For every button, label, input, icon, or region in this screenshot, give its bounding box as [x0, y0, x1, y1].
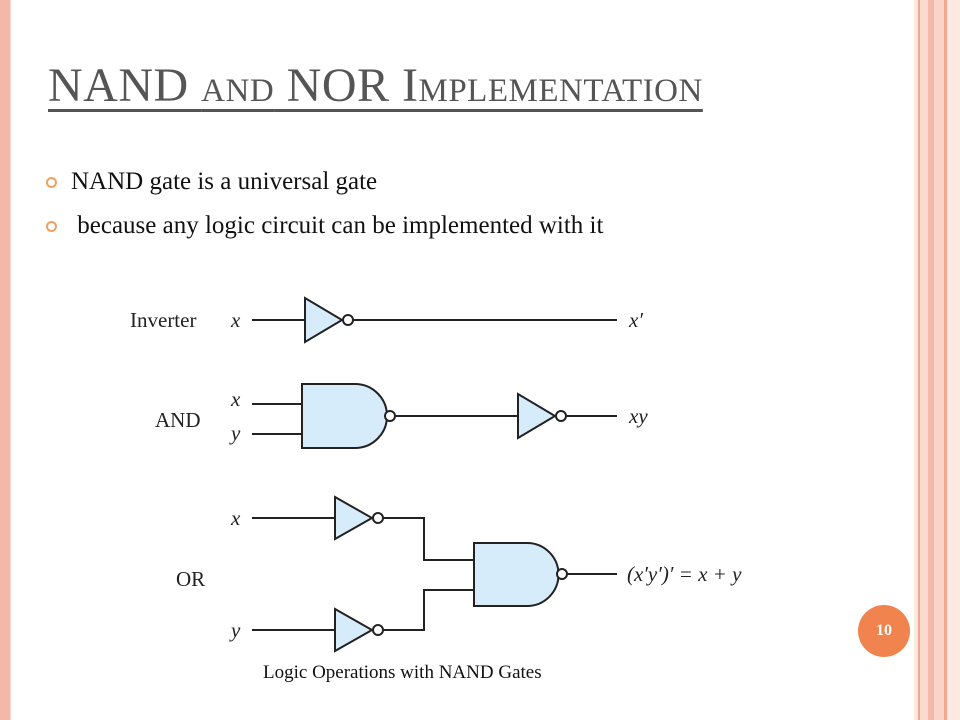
or-upper-wire [383, 517, 474, 561]
and-nand-gate [301, 383, 388, 449]
title-part-3: NOR I [274, 59, 419, 112]
title-part-2: AND [201, 73, 275, 109]
or-lower-wire [383, 589, 474, 631]
left-border-decoration [0, 0, 10, 720]
or-nand-bubble [556, 568, 568, 580]
bullet-item: NAND gate is a universal gate [46, 160, 603, 204]
or-input-x-label: x [230, 506, 241, 530]
inverter-gate [304, 296, 344, 344]
and-output-label: xy [628, 404, 648, 428]
bullet-text: NAND gate is a universal gate [71, 168, 378, 195]
or-inverter-x-gate [334, 495, 375, 541]
or-output-label: (x′y′)′ = x + y [627, 562, 742, 586]
or-label: OR [176, 567, 205, 591]
and-inverter-gate [517, 392, 557, 440]
or-inverter-y-gate [334, 607, 375, 653]
right-border-decoration [914, 0, 960, 720]
title-part-1: NAND [48, 59, 202, 112]
bullet-text: because any logic circuit can be impleme… [71, 212, 604, 239]
or-input-y-label: y [229, 618, 241, 642]
bullet-dot-icon [46, 176, 57, 188]
or-nand-gate [473, 542, 560, 607]
and-input-x-label: x [230, 387, 241, 411]
and-input-y-label: y [229, 421, 241, 445]
inverter-bubble [342, 314, 354, 326]
inverter-label: Inverter [130, 308, 196, 332]
left-border-line [10, 0, 11, 720]
bullet-list: NAND gate is a universal gate because an… [46, 160, 603, 248]
slide-title: NAND AND NOR IMPLEMENTATION [48, 58, 703, 113]
title-part-4: MPLEMENTATION [418, 73, 703, 109]
inverter-input-label: x [230, 308, 241, 332]
and-nand-bubble [384, 410, 396, 422]
bullet-item: because any logic circuit can be impleme… [46, 204, 603, 248]
or-inverter-x-bubble [372, 512, 384, 524]
inverter-output-label: x′ [628, 308, 643, 332]
diagram-caption: Logic Operations with NAND Gates [263, 662, 542, 683]
or-inverter-y-bubble [372, 624, 384, 636]
page-number: 10 [876, 622, 892, 639]
page-number-badge: 10 [858, 605, 910, 657]
and-inverter-bubble [555, 410, 567, 422]
and-label: AND [155, 408, 201, 432]
bullet-dot-icon [46, 220, 57, 232]
